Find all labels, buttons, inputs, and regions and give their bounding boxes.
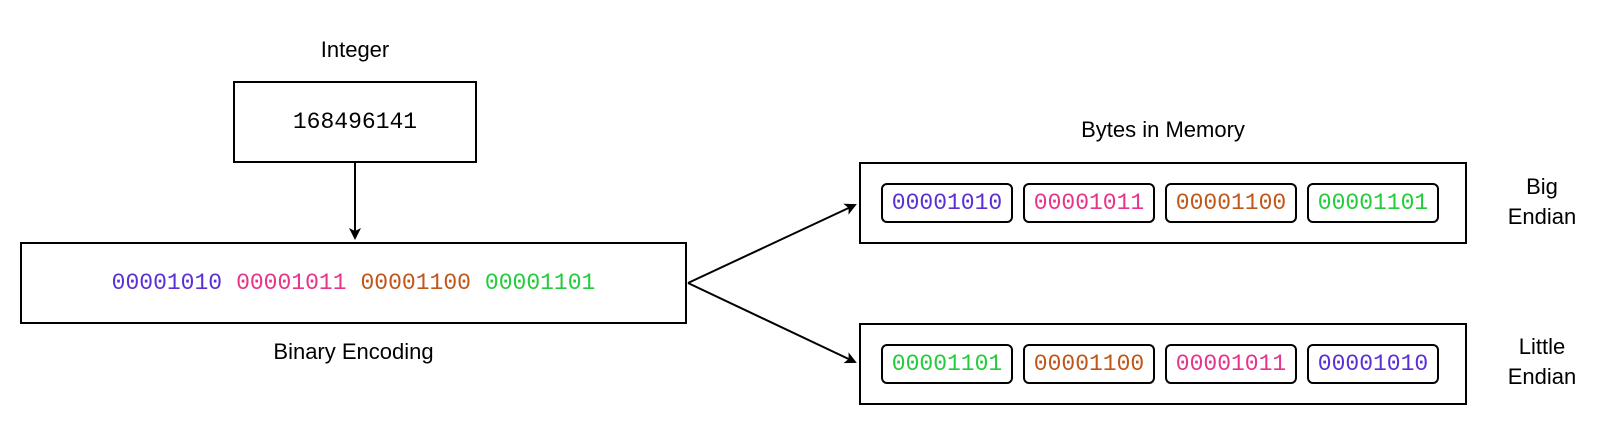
memory-byte-cell: 00001011 [1165,344,1297,384]
binary-byte: 00001010 [111,270,223,296]
little-endian-row: 00001101 00001100 00001011 00001010 [859,323,1467,405]
arrow-binary-to-big-endian [687,203,857,284]
big-endian-label-line2: Endian [1507,204,1577,229]
byte-bits: 00001010 [891,190,1003,216]
integer-box: 168496141 [233,81,477,163]
little-endian-label-line1: Little [1518,334,1566,359]
big-endian-row: 00001010 00001011 00001100 00001101 [859,162,1467,244]
byte-bits: 00001010 [1317,351,1429,377]
memory-byte-cell: 00001100 [1165,183,1297,223]
byte-bits: 00001011 [1033,190,1145,216]
integer-title: Integer [320,37,390,62]
byte-bits: 00001101 [1317,190,1429,216]
memory-byte-cell: 00001010 [1307,344,1439,384]
little-endian-label-line2: Endian [1507,364,1577,389]
binary-encoding-caption: Binary Encoding [273,339,434,364]
memory-byte-cell: 00001011 [1023,183,1155,223]
byte-bits: 00001100 [1033,351,1145,377]
integer-value: 168496141 [292,109,418,135]
little-endian-label: Little Endian [1492,332,1592,392]
binary-byte: 00001100 [360,270,471,296]
memory-byte-cell: 00001101 [881,344,1013,384]
byte-bits: 00001100 [1175,190,1287,216]
memory-byte-cell: 00001101 [1307,183,1439,223]
big-endian-label: Big Endian [1492,172,1592,232]
arrow-binary-to-little-endian [687,282,857,364]
binary-byte: 00001011 [236,270,347,296]
binary-encoding-box: 00001010 00001011 00001100 00001101 [20,242,687,324]
big-endian-label-line1: Big [1526,174,1558,199]
memory-byte-cell: 00001100 [1023,344,1155,384]
byte-bits: 00001101 [891,351,1003,377]
memory-byte-cell: 00001010 [881,183,1013,223]
byte-bits: 00001011 [1175,351,1287,377]
binary-byte: 00001101 [484,270,596,296]
memory-title: Bytes in Memory [1081,117,1245,142]
